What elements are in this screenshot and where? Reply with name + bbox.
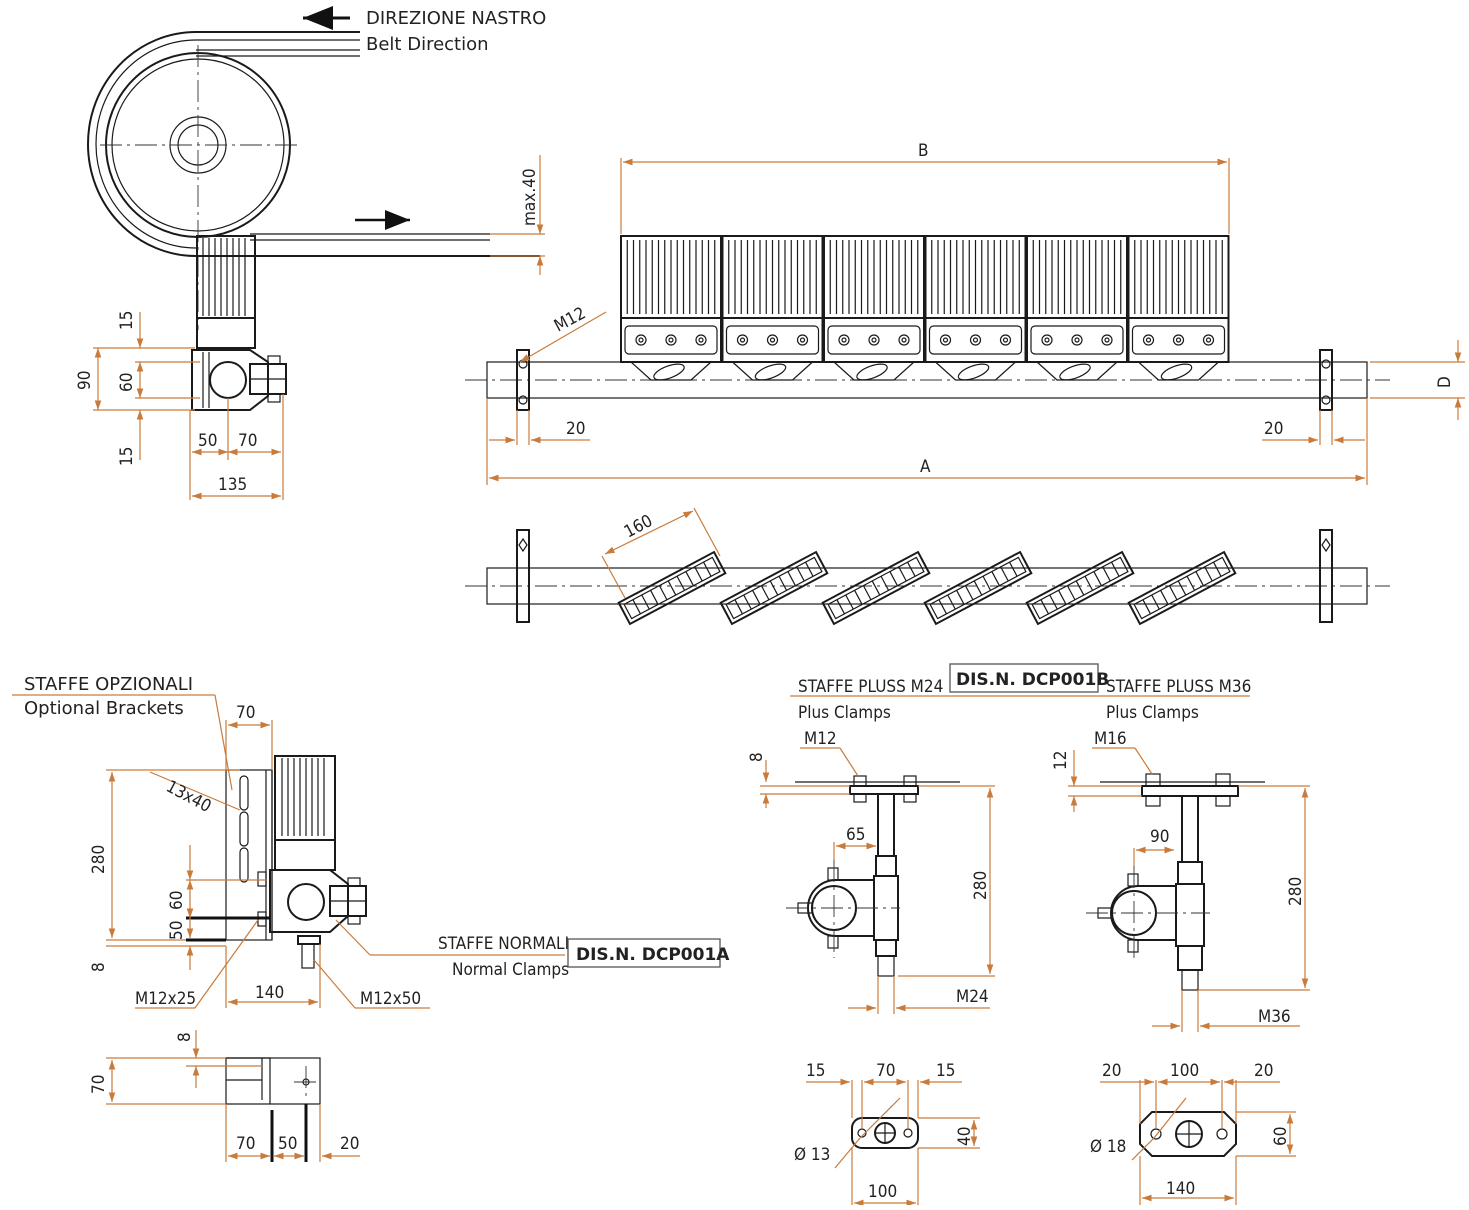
drawing-ref-b: DIS.N. DCP001B bbox=[956, 670, 1109, 690]
belt-direction-it: DIREZIONE NASTRO bbox=[366, 8, 546, 29]
m36-plate-100: 100 bbox=[1170, 1061, 1199, 1081]
dim-70: 70 bbox=[238, 431, 257, 451]
brush-unit bbox=[620, 235, 722, 381]
opt-dim-140: 140 bbox=[255, 983, 284, 1003]
m24-plate-40: 40 bbox=[955, 1127, 975, 1146]
m24-plate-hole: Ø 13 bbox=[794, 1145, 830, 1165]
m24-bolt-label: M12 bbox=[804, 729, 837, 749]
m36-dim-280: 280 bbox=[1286, 877, 1306, 906]
drawing-ref-b-box bbox=[949, 663, 1099, 693]
plan-dim-20: 20 bbox=[340, 1134, 359, 1154]
m24-dim-65: 65 bbox=[846, 825, 865, 845]
opt-dim-8: 8 bbox=[89, 962, 109, 972]
bolt-m12x25: M12x25 bbox=[135, 989, 196, 1009]
pulley-side-view bbox=[87, 6, 540, 411]
m24-dim-280: 280 bbox=[971, 871, 991, 900]
brush-unit bbox=[1026, 235, 1128, 381]
plus-m24-title-en: Plus Clamps bbox=[798, 703, 891, 723]
m12-label: M12 bbox=[551, 303, 589, 336]
max40-dim bbox=[490, 155, 545, 275]
dim-90: 90 bbox=[75, 371, 95, 390]
opt-dim-280: 280 bbox=[89, 845, 109, 874]
m24-plate-15a: 15 bbox=[806, 1061, 825, 1081]
m36-bolt-label: M16 bbox=[1094, 729, 1127, 749]
m24-thread: M24 bbox=[956, 987, 989, 1007]
dim-160: 160 bbox=[621, 511, 656, 542]
plus-m24-plate bbox=[806, 1078, 980, 1210]
plus-m36-clamp bbox=[1086, 773, 1265, 991]
belt-direction-en: Belt Direction bbox=[366, 34, 489, 55]
dim-d-label: D bbox=[1435, 376, 1455, 388]
plus-m36-title-it: STAFFE PLUSS M36 bbox=[1106, 677, 1251, 697]
dim-b-label: B bbox=[918, 141, 929, 161]
dim-20-left: 20 bbox=[566, 419, 585, 439]
m36-dim-12: 12 bbox=[1051, 751, 1071, 770]
m36-plate-60: 60 bbox=[1271, 1127, 1291, 1146]
plus-m36-dims bbox=[1068, 747, 1310, 1032]
normal-clamps-it: STAFFE NORMALI bbox=[438, 934, 569, 954]
opt-dim-60: 60 bbox=[167, 891, 187, 910]
brush-unit-top bbox=[1025, 550, 1135, 626]
brush-unit bbox=[721, 235, 824, 381]
opt-dim-50: 50 bbox=[167, 921, 187, 940]
optional-brackets-it: STAFFE OPZIONALI bbox=[24, 674, 193, 695]
m36-plate-20a: 20 bbox=[1102, 1061, 1121, 1081]
dim-15-bottom: 15 bbox=[117, 447, 137, 466]
dim-20-right: 20 bbox=[1264, 419, 1283, 439]
dim-15-top: 15 bbox=[117, 311, 137, 330]
brush-unit-top bbox=[719, 550, 829, 626]
dims-a-20 bbox=[486, 398, 1368, 485]
drawing-ref-a-box bbox=[567, 938, 721, 968]
m24-plate-70: 70 bbox=[876, 1061, 895, 1081]
plus-m24-title-it: STAFFE PLUSS M24 bbox=[798, 677, 943, 697]
m36-dim-90: 90 bbox=[1150, 827, 1169, 847]
m36-plate-20b: 20 bbox=[1254, 1061, 1273, 1081]
plan-dim-8: 8 bbox=[175, 1032, 195, 1042]
brush-unit bbox=[924, 235, 1027, 381]
optional-bracket-dims bbox=[106, 720, 565, 1009]
m24-plate-100: 100 bbox=[868, 1182, 897, 1202]
side-view-vertical-dims bbox=[93, 312, 284, 500]
slot-13x40: 13x40 bbox=[163, 777, 215, 817]
normal-clamps-en: Normal Clamps bbox=[452, 960, 569, 980]
brush-unit-top bbox=[923, 550, 1033, 626]
bolt-m12x50: M12x50 bbox=[360, 989, 421, 1009]
plus-m24-dims bbox=[760, 747, 995, 1014]
top-view bbox=[465, 507, 1390, 626]
plus-m36-plate bbox=[1100, 1078, 1296, 1205]
dim-b bbox=[620, 158, 1230, 234]
optional-brackets-en: Optional Brackets bbox=[24, 698, 184, 719]
front-view bbox=[465, 235, 1390, 411]
brush-unit bbox=[823, 235, 925, 381]
plan-dim-70: 70 bbox=[89, 1075, 109, 1094]
max40-label: max.40 bbox=[520, 168, 540, 226]
bracket-plan-view bbox=[106, 1030, 360, 1162]
m24-dim-8: 8 bbox=[747, 752, 767, 762]
brush-unit-top bbox=[1127, 550, 1237, 626]
dim-50: 50 bbox=[198, 431, 217, 451]
dim-60: 60 bbox=[117, 373, 137, 392]
opt-dim-70: 70 bbox=[236, 703, 255, 723]
m36-plate-hole: Ø 18 bbox=[1090, 1137, 1126, 1157]
m12-leader bbox=[519, 311, 607, 363]
plus-m36-title-en: Plus Clamps bbox=[1106, 703, 1199, 723]
m36-thread: M36 bbox=[1258, 1007, 1291, 1027]
plus-m24-clamp bbox=[786, 775, 960, 977]
brush-unit-top bbox=[617, 550, 727, 626]
plan-dim-50: 50 bbox=[278, 1134, 297, 1154]
brush-unit bbox=[1127, 235, 1230, 381]
plan-dim-70-bottom: 70 bbox=[236, 1134, 255, 1154]
optional-bracket-view bbox=[186, 755, 367, 969]
m24-plate-15b: 15 bbox=[936, 1061, 955, 1081]
dim-a-label: A bbox=[920, 457, 931, 477]
drawing-ref-a: DIS.N. DCP001A bbox=[576, 945, 730, 965]
m36-plate-140: 140 bbox=[1166, 1179, 1195, 1199]
dim-135: 135 bbox=[218, 475, 247, 495]
brush-unit-top bbox=[821, 550, 931, 626]
dim-d bbox=[1370, 340, 1465, 420]
